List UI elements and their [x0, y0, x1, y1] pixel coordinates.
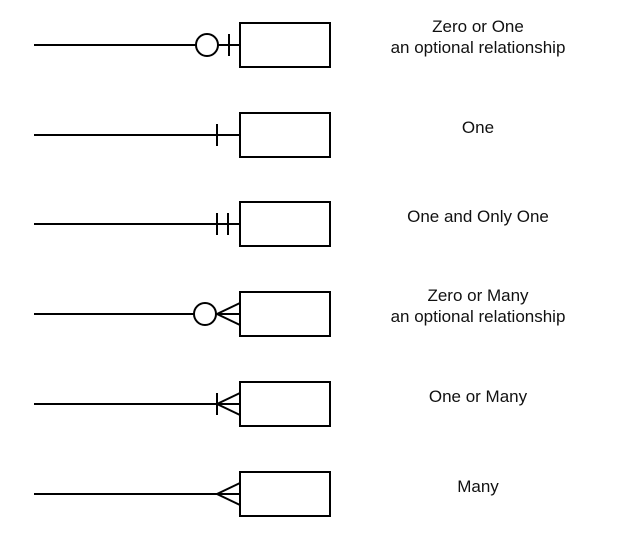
label-line: Zero or Many — [427, 286, 529, 305]
zero-circle-icon — [195, 33, 219, 57]
notation-row-many[interactable] — [34, 471, 331, 517]
notation-row-one-or-many[interactable] — [34, 381, 331, 427]
label-line: an optional relationship — [390, 307, 566, 326]
label-line: One and Only One — [407, 206, 549, 226]
crows-foot-icon — [214, 482, 241, 506]
notation-label-zero-or-one: Zero or One an optional relationship — [358, 16, 598, 58]
notation-row-zero-or-one[interactable] — [34, 22, 331, 68]
notation-label-many: Many — [358, 476, 598, 497]
notation-row-one-and-only-one[interactable] — [34, 201, 331, 247]
label-line: an optional relationship — [390, 38, 566, 57]
entity-box — [239, 201, 331, 247]
entity-box — [239, 381, 331, 427]
entity-box — [239, 291, 331, 337]
label-line: One or Many — [428, 386, 528, 406]
entity-box — [239, 471, 331, 517]
label-line: One — [461, 117, 495, 137]
notation-label-zero-or-many: Zero or Many an optional relationship — [358, 285, 598, 327]
crows-foot-icon — [214, 392, 241, 416]
entity-box — [239, 112, 331, 158]
zero-circle-icon — [193, 302, 217, 326]
notation-label-one: One — [358, 117, 598, 138]
notation-label-one-or-many: One or Many — [358, 386, 598, 407]
notation-label-one-and-only-one: One and Only One — [358, 206, 598, 227]
crows-foot-icon — [214, 302, 241, 326]
notation-row-one[interactable] — [34, 112, 331, 158]
label-line: Many — [457, 476, 499, 496]
entity-box — [239, 22, 331, 68]
label-line: Zero or One — [432, 17, 524, 36]
notation-row-zero-or-many[interactable] — [34, 291, 331, 337]
